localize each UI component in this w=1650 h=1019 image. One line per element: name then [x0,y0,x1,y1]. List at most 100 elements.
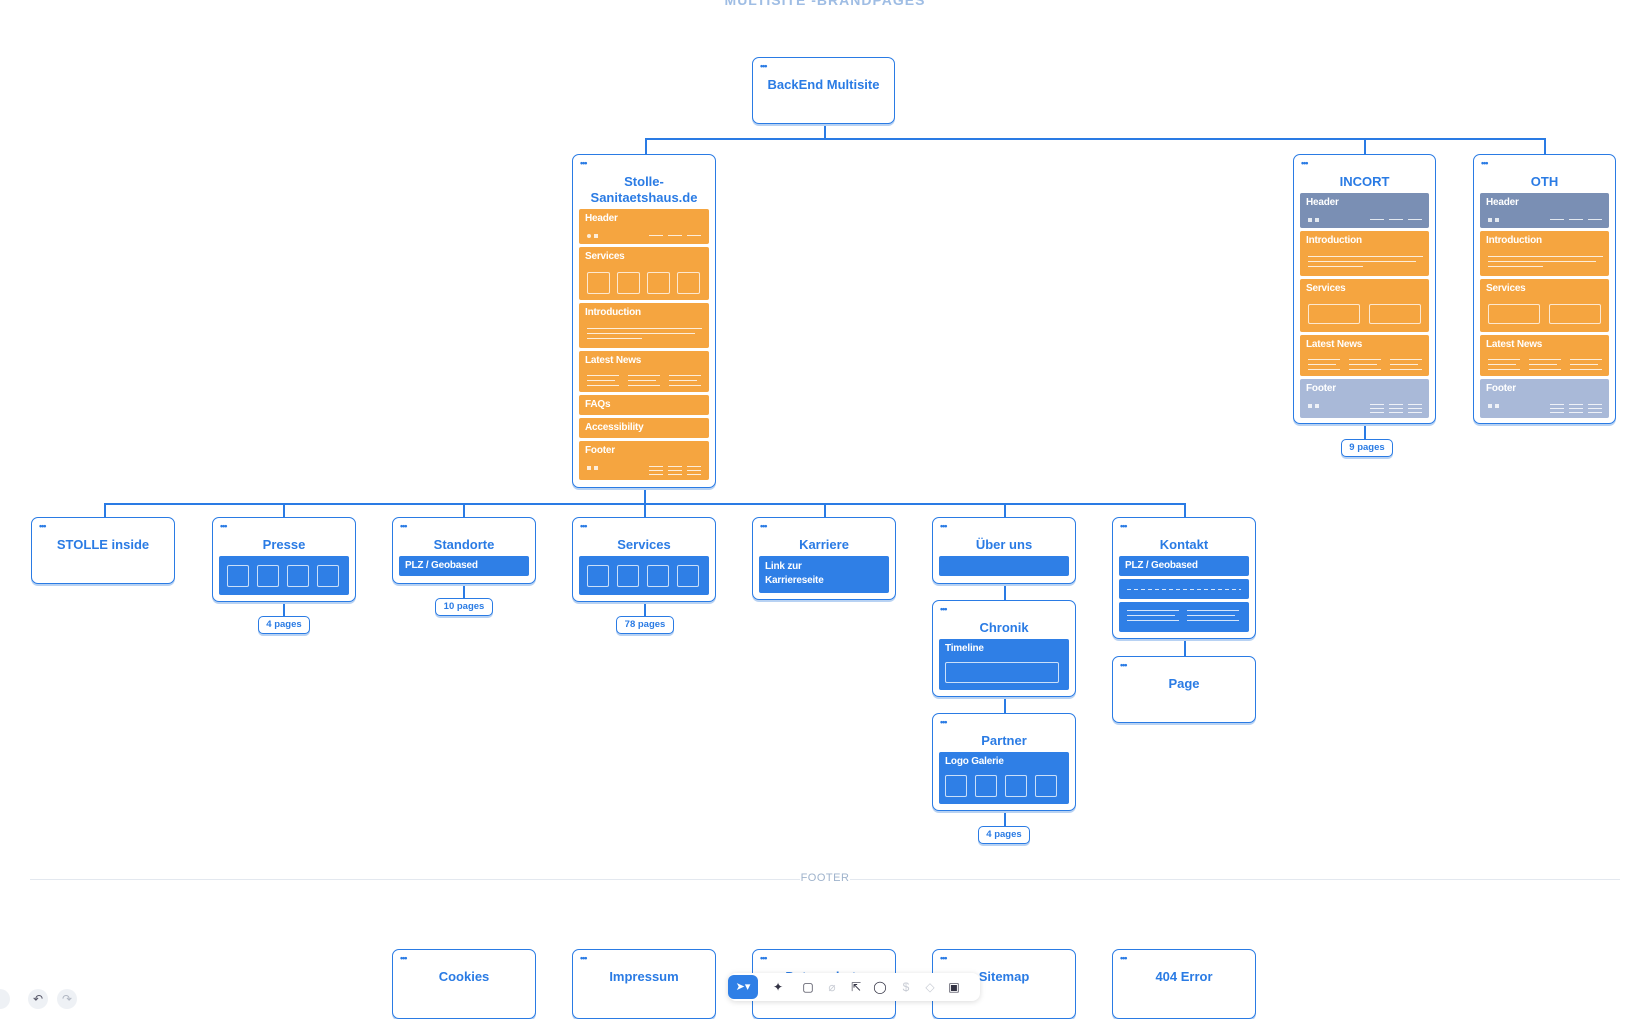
root-node[interactable]: ••• BackEnd Multisite [752,57,895,124]
page-count-badge[interactable]: 9 pages [1341,439,1393,457]
page-node-stolle-inside[interactable]: ••• STOLLE inside [31,517,175,584]
dollar-icon[interactable]: $ [902,980,910,994]
page-node-kontakt-page[interactable]: ••• Page [1112,656,1256,723]
section-services: Services [1480,279,1609,332]
node-title: OTH [1530,174,1559,189]
connector [1544,138,1546,154]
more-menu-icon[interactable]: ••• [220,521,228,531]
section-introduction: Introduction [1300,231,1429,276]
more-menu-icon[interactable]: ••• [1301,158,1309,168]
connector [283,503,285,517]
more-menu-icon[interactable]: ••• [940,717,948,727]
more-menu-icon[interactable]: ••• [1120,660,1128,670]
connector [463,503,465,517]
undo-icon[interactable]: ↶ [28,989,48,1009]
more-menu-icon[interactable]: ••• [580,158,588,168]
brand-node-stolle[interactable]: ••• Stolle- Sanitaetshaus.de Header Serv… [572,154,716,488]
export-icon[interactable]: ⇱ [850,980,862,994]
section-footer: Footer [1300,379,1429,418]
link-icon[interactable]: ⌀ [828,980,836,994]
section-gallery [219,556,349,595]
node-title: INCORT [1339,174,1390,189]
more-menu-icon[interactable]: ••• [940,521,948,531]
connector [1004,697,1006,713]
footer-node-cookies[interactable]: ••• Cookies [392,949,536,1019]
node-title: BackEnd Multisite [767,77,880,92]
page-count-badge[interactable]: 4 pages [978,826,1030,844]
connector [104,503,106,517]
section-latest-news: Latest News [579,351,709,392]
bottom-toolbar: ➤▾ ✦ ▢ ⌀ ⇱ ◯ $ ◇ ▣ [728,973,980,1001]
page-node-ueber-uns[interactable]: ••• Über uns [932,517,1076,584]
page-node-presse[interactable]: ••• Presse [212,517,356,602]
connector [644,487,646,504]
page-node-chronik[interactable]: ••• Chronik Timeline [932,600,1076,697]
connector [1004,583,1006,600]
connector [1004,503,1006,517]
footer-node-404-error[interactable]: ••• 404 Error [1112,949,1256,1019]
node-title: Presse [262,537,306,552]
section-plz-geobased: PLZ / Geobased [1119,556,1249,576]
connector [645,138,1545,140]
footer-node-impressum[interactable]: ••• Impressum [572,949,716,1019]
section-gallery [579,556,709,595]
image-icon[interactable]: ▣ [948,980,960,994]
page-node-partner[interactable]: ••• Partner Logo Galerie [932,713,1076,811]
connector [1004,811,1006,827]
page-node-karriere[interactable]: ••• Karriere Link zur Karriereseite [752,517,896,600]
diagram-title: MULTISITE -BRANDPAGES [724,0,926,8]
more-menu-icon[interactable]: ••• [580,953,588,963]
section-timeline: Timeline [939,639,1069,690]
zoom-icon[interactable] [0,989,10,1009]
more-menu-icon[interactable]: ••• [400,953,408,963]
page-count-badge[interactable]: 78 pages [616,616,674,634]
section-accessibility: Accessibility [579,418,709,438]
page-node-kontakt[interactable]: ••• Kontakt PLZ / Geobased [1112,517,1256,639]
more-menu-icon[interactable]: ••• [940,953,948,963]
connector [1184,639,1186,656]
section-footer: Footer [1480,379,1609,418]
brand-node-incort[interactable]: ••• INCORT Header Introduction Services … [1293,154,1436,424]
connector [644,601,646,617]
section-text [1119,602,1249,632]
connector [644,503,646,517]
redo-icon[interactable]: ↷ [57,989,77,1009]
more-menu-icon[interactable]: ••• [580,521,588,531]
select-tool-button[interactable]: ➤▾ [728,975,758,999]
page-count-badge[interactable]: 10 pages [435,598,493,616]
node-title: 404 Error [1155,969,1213,984]
connector [463,583,465,599]
node-title: Standorte [433,537,495,552]
more-menu-icon[interactable]: ••• [400,521,408,531]
page-count-badge[interactable]: 4 pages [258,616,310,634]
page-node-services[interactable]: ••• Services [572,517,716,602]
node-title: Über uns [975,537,1033,552]
page-node-standorte[interactable]: ••• Standorte PLZ / Geobased [392,517,536,584]
node-title: Impressum [609,969,679,984]
section-form [1119,579,1249,599]
section-logo-galerie: Logo Galerie [939,752,1069,804]
more-menu-icon[interactable]: ••• [940,604,948,614]
connector [1184,503,1186,517]
more-menu-icon[interactable]: ••• [1120,953,1128,963]
comment-icon[interactable]: ◯ [873,980,887,994]
section-services: Services [579,247,709,300]
footer-label: FOOTER [800,872,850,884]
ai-sparkle-icon[interactable]: ✦ [772,980,784,994]
more-menu-icon[interactable]: ••• [1481,158,1489,168]
connector [1364,138,1366,154]
section-footer: Footer [579,441,709,480]
more-menu-icon[interactable]: ••• [760,61,768,71]
section-latest-news: Latest News [1300,335,1429,376]
tag-icon[interactable]: ◇ [925,980,935,994]
more-menu-icon[interactable]: ••• [760,953,768,963]
brand-node-oth[interactable]: ••• OTH Header Introduction Services Lat… [1473,154,1616,424]
more-menu-icon[interactable]: ••• [1120,521,1128,531]
more-menu-icon[interactable]: ••• [760,521,768,531]
more-menu-icon[interactable]: ••• [39,521,47,531]
node-title: Partner [981,733,1027,748]
sticky-note-icon[interactable]: ▢ [802,980,814,994]
section-header: Header [1300,193,1429,228]
connector [645,138,647,154]
